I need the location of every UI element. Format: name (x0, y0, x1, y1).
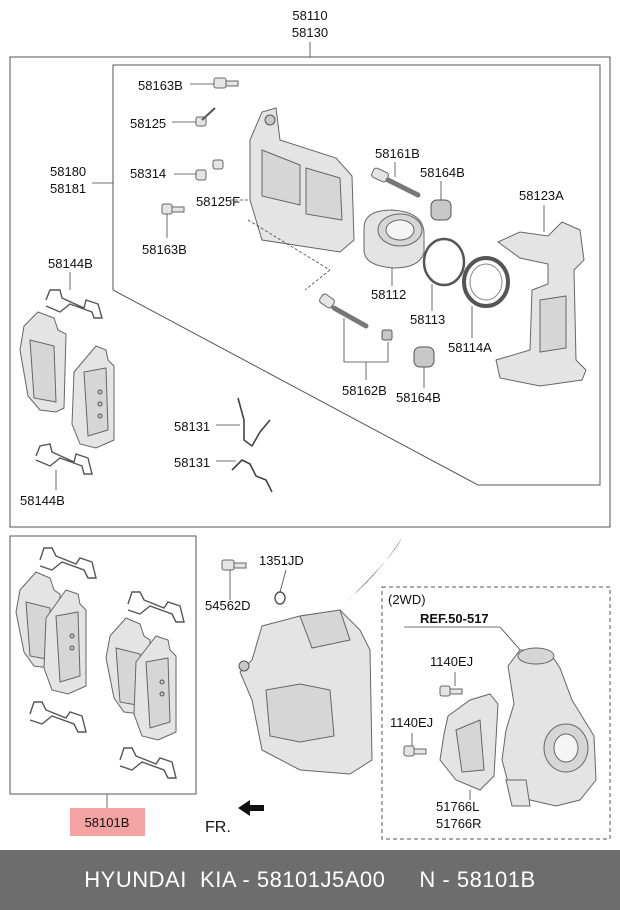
dust-cover-51766-icon (439, 693, 499, 800)
kit-pad-inner-icon (43, 589, 87, 695)
pad-kit-frame (9, 535, 197, 795)
guide-pin-58161b-icon (371, 162, 421, 198)
front-arrow-icon (238, 800, 264, 816)
caliper-subassembly-frame (112, 64, 601, 486)
label-1351jd: 1351JD (259, 553, 304, 568)
label-1140ej-b: 1140EJ (390, 715, 433, 730)
label-fr: FR. (205, 819, 231, 836)
shim-58144b-low-icon (35, 443, 93, 490)
bolt-58163b-low-icon (161, 203, 185, 238)
cap-58314-icon (174, 159, 224, 181)
kit-shim-bottom-b-icon (119, 747, 177, 779)
label-58163b-low: 58163B (142, 242, 187, 257)
label-58114a: 58114A (448, 340, 492, 355)
label-58162b: 58162B (342, 383, 387, 398)
parts-diagram: 58110 58130 58163B 58125 58314 58125F 58… (9, 8, 611, 840)
spring-58131-b-icon (216, 459, 273, 493)
kit-shim-top-icon (39, 547, 97, 579)
label-58164b-top: 58164B (420, 165, 465, 180)
boot-58164b-low-icon (413, 346, 435, 388)
main-assembly-frame (9, 56, 611, 528)
washer-1351jd-icon (274, 569, 287, 605)
label-2wd: (2WD) (388, 592, 426, 607)
spring-58131-a-icon (216, 397, 271, 448)
caliper-assembly-icon (238, 609, 373, 775)
boot-58164b-top-icon (430, 181, 452, 221)
label-51766l: 51766L (436, 799, 479, 814)
2wd-knuckle-frame (381, 586, 611, 840)
label-58314: 58314 (130, 166, 166, 181)
label-58181: 58181 (50, 181, 86, 196)
brake-pad-inner-icon (71, 345, 115, 449)
label-58131-a: 58131 (174, 419, 210, 434)
steering-knuckle-icon (501, 647, 597, 807)
label-58180: 58180 (50, 164, 86, 179)
footer-part-number: N - 58101B (419, 867, 536, 892)
kit-pad-inner-2-icon (133, 635, 177, 741)
label-58130: 58130 (292, 25, 328, 40)
caliper-bracket-58123a-icon (495, 205, 587, 387)
caliper-housing-icon (230, 107, 355, 253)
label-58123a: 58123A (519, 188, 564, 203)
bleeder-screw-58125-icon (172, 107, 216, 127)
footer-bar: HYUNDAI KIA - 58101J5A00 N - 58101B (0, 850, 620, 910)
kit-shim-bottom-a-icon (29, 701, 87, 733)
shim-58144b-top-icon (45, 272, 103, 319)
piston-boot-58114a-icon (462, 256, 510, 338)
label-58163b-top: 58163B (138, 78, 183, 93)
bolt-1140ej-b-icon (403, 733, 427, 757)
seal-58113-icon (422, 237, 466, 311)
footer-brand-and-oem-number: HYUNDAI KIA - 58101J5A00 (84, 867, 386, 892)
brake-pad-outer-icon (19, 311, 67, 413)
kit-shim-mid-icon (127, 591, 185, 623)
label-58125f: 58125F (196, 194, 240, 209)
label-54562d: 54562D (205, 598, 251, 613)
label-58101b: 58101B (85, 815, 130, 830)
bolt-1140ej-a-icon (439, 672, 463, 697)
bolt-54562d-icon (221, 559, 247, 600)
highlight-box-58101b (70, 808, 145, 836)
label-1140ej-a: 1140EJ (430, 654, 473, 669)
label-58144b-top: 58144B (48, 256, 93, 271)
label-58144b-low: 58144B (20, 493, 65, 508)
label-58113: 58113 (410, 312, 445, 327)
piston-58112-icon (363, 209, 425, 286)
bolt-58163b-top-icon (190, 77, 239, 89)
label-58110: 58110 (292, 8, 327, 23)
label-58161b: 58161B (375, 146, 420, 161)
label-58112: 58112 (371, 287, 406, 302)
label-58164b-low: 58164B (396, 390, 441, 405)
guide-pin-58162b-icon (319, 293, 393, 380)
label-ref: REF.50-517 (420, 611, 489, 626)
label-58125: 58125 (130, 116, 166, 131)
label-58131-b: 58131 (174, 455, 210, 470)
label-51766r: 51766R (436, 816, 482, 831)
